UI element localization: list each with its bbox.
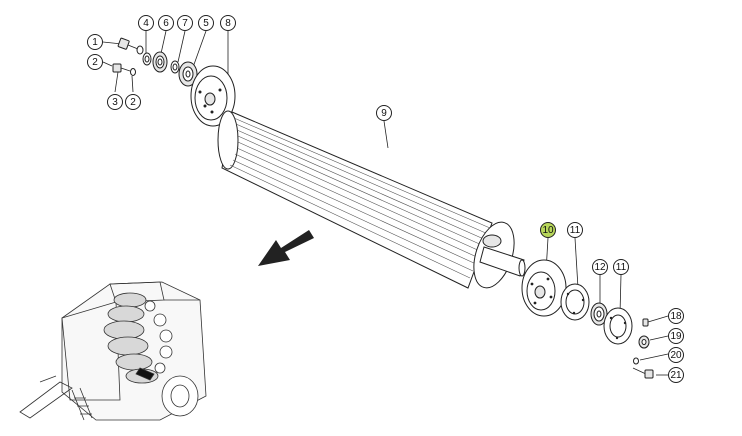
gasket-11-right[interactable]	[603, 307, 633, 345]
callout-circle[interactable]	[125, 94, 141, 110]
callout-2[interactable]: 2	[125, 94, 141, 110]
callout-number: 8	[225, 18, 231, 29]
leader-lines	[102, 30, 669, 376]
callout-number: 2	[130, 97, 136, 108]
flange-8[interactable]	[190, 65, 236, 127]
washer-2-upper[interactable]	[136, 45, 144, 55]
callout-number: 12	[594, 262, 606, 273]
callout-number: 1	[92, 37, 98, 48]
callout-circle[interactable]	[220, 15, 236, 31]
callout-number: 19	[670, 331, 682, 342]
callout-12[interactable]: 12	[592, 259, 608, 275]
callout-circle[interactable]	[107, 94, 123, 110]
callout-number: 9	[381, 108, 387, 119]
callout-number: 4	[143, 18, 149, 29]
callout-18[interactable]: 18	[668, 308, 684, 324]
callout-circle[interactable]	[87, 54, 103, 70]
machine-overview-inset	[19, 281, 207, 421]
roller-9[interactable]	[217, 110, 526, 293]
callout-20[interactable]: 20	[668, 347, 684, 363]
callout-1[interactable]: 1	[87, 34, 103, 50]
callout-11[interactable]: 11	[613, 259, 629, 275]
callout-11[interactable]: 11	[567, 222, 583, 238]
callout-number: 21	[670, 370, 682, 381]
seal-4[interactable]	[142, 52, 152, 66]
callout-circle[interactable]	[158, 15, 174, 31]
callout-7[interactable]: 7	[177, 15, 193, 31]
callout-circle[interactable]	[540, 222, 556, 238]
callout-circle[interactable]	[376, 105, 392, 121]
direction-arrow-icon	[258, 230, 314, 266]
washer-20[interactable]	[633, 357, 639, 365]
washer-2-lower[interactable]	[130, 68, 136, 76]
callout-circle[interactable]	[613, 259, 629, 275]
callout-circle[interactable]	[668, 367, 684, 383]
callout-10[interactable]: 10	[540, 222, 556, 238]
callout-circle[interactable]	[177, 15, 193, 31]
callout-number: 10	[542, 225, 554, 236]
callout-circle[interactable]	[668, 347, 684, 363]
flange-10[interactable]	[521, 259, 567, 317]
callout-6[interactable]: 6	[158, 15, 174, 31]
callout-number: 6	[163, 18, 169, 29]
callout-number: 11	[616, 262, 627, 273]
callout-19[interactable]: 19	[668, 328, 684, 344]
callout-4[interactable]: 4	[138, 15, 154, 31]
hub-5[interactable]	[178, 61, 198, 87]
bolt-3[interactable]	[112, 63, 131, 73]
callout-number: 2	[92, 57, 98, 68]
callout-21[interactable]: 21	[668, 367, 684, 383]
nut-19[interactable]	[638, 335, 650, 349]
callout-number: 20	[670, 350, 682, 361]
bolt-21[interactable]	[632, 367, 654, 379]
callout-8[interactable]: 8	[220, 15, 236, 31]
callout-9[interactable]: 9	[376, 105, 392, 121]
callout-number: 3	[112, 97, 118, 108]
callout-circle[interactable]	[592, 259, 608, 275]
callout-5[interactable]: 5	[198, 15, 214, 31]
bolt-1[interactable]	[117, 37, 139, 50]
bearing-6[interactable]	[152, 51, 168, 73]
gasket-11-left[interactable]	[560, 283, 590, 321]
callout-circle[interactable]	[87, 34, 103, 50]
bearing-12[interactable]	[590, 302, 608, 326]
callout-circle[interactable]	[198, 15, 214, 31]
callout-2[interactable]: 2	[87, 54, 103, 70]
callout-number: 7	[182, 18, 188, 29]
callout-number: 11	[570, 225, 581, 236]
callout-3[interactable]: 3	[107, 94, 123, 110]
callout-circle[interactable]	[668, 308, 684, 324]
callout-circle[interactable]	[138, 15, 154, 31]
roller-flutes	[229, 117, 491, 279]
callout-circle[interactable]	[668, 328, 684, 344]
callout-circle[interactable]	[567, 222, 583, 238]
callout-number: 18	[670, 311, 682, 322]
ring-7[interactable]	[170, 60, 180, 74]
callout-number: 5	[203, 18, 209, 29]
pin-18[interactable]	[642, 318, 649, 327]
